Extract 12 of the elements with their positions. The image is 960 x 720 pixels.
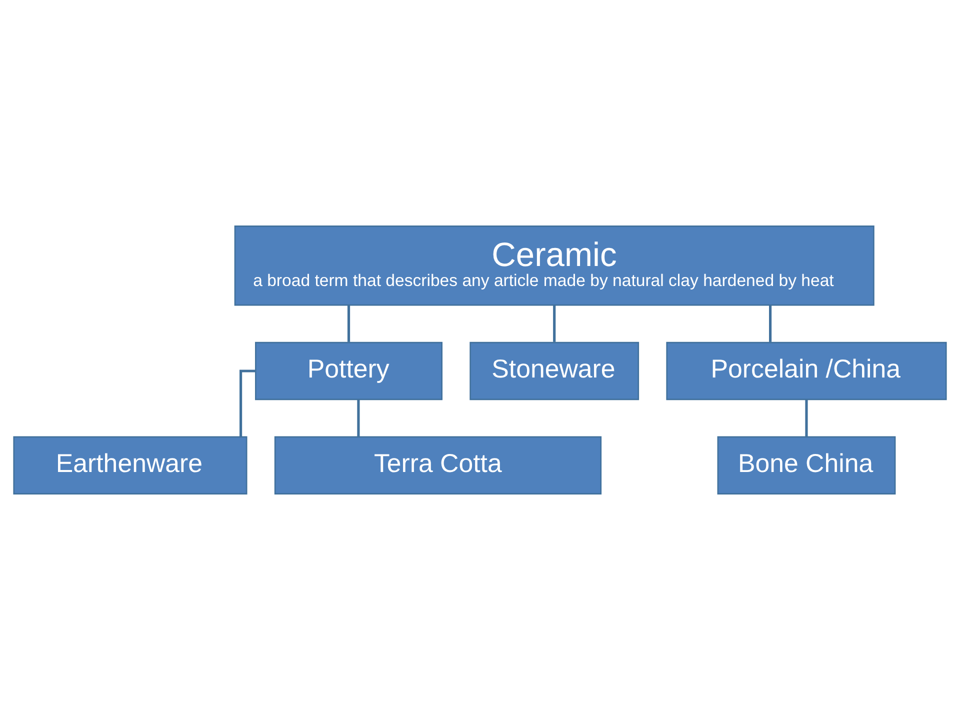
node-box: Pottery (255, 342, 442, 400)
node-box: Bone China (717, 436, 896, 494)
connector (347, 305, 350, 342)
node-box: Ceramic a broad term that describes any article made by natural clay hardened by heat (234, 226, 874, 306)
node-box: Terra Cotta (274, 436, 602, 494)
node-box: Earthenware (13, 436, 248, 494)
connector (357, 400, 360, 437)
connector (769, 305, 772, 342)
node-box: Porcelain /China (666, 342, 947, 400)
connector (553, 305, 556, 342)
node-box: Stoneware (470, 342, 640, 400)
connector (805, 400, 808, 437)
